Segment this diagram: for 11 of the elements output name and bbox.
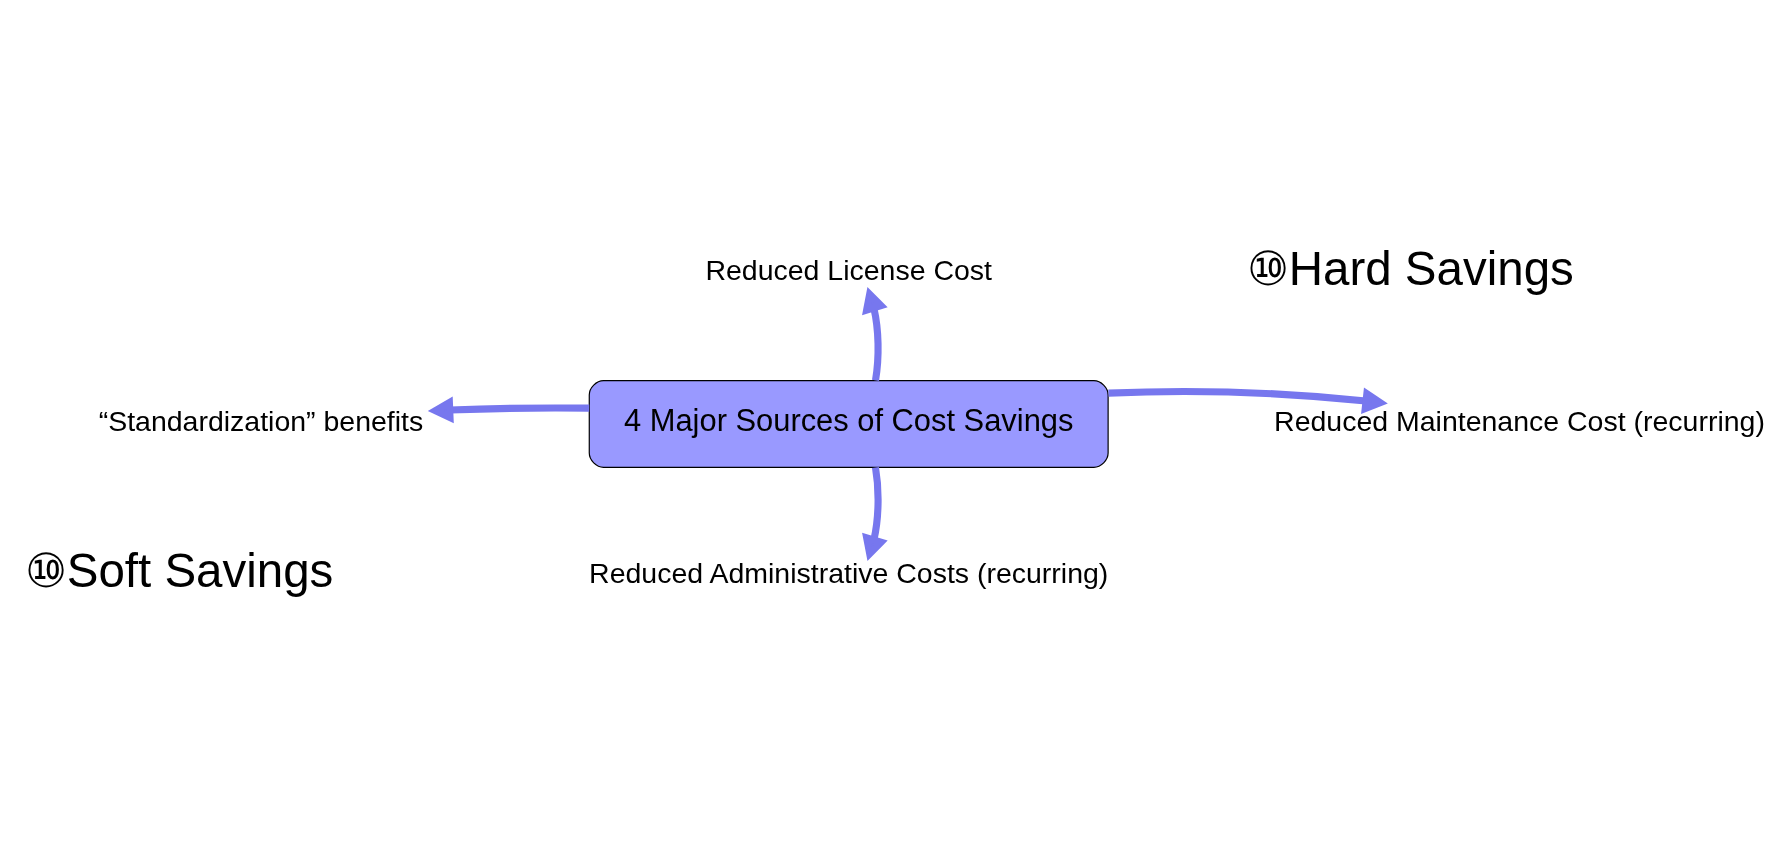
label: ⑩Hard Savings (1246, 240, 1574, 294)
label: ⑩Soft Savings (24, 543, 334, 597)
node-text: Reduced Maintenance Cost (recurring) (1274, 404, 1765, 437)
node-text: Reduced License Cost (705, 253, 992, 286)
arrow (862, 286, 888, 381)
node-box: 4 Major Sources of Cost Savings (588, 379, 1109, 468)
node-text: Reduced Administrative Costs (recurring) (589, 556, 1109, 589)
arrow (427, 396, 590, 423)
node-text: “Standardization” benefits (98, 404, 424, 437)
arrow (862, 466, 888, 561)
arrow (1108, 386, 1388, 414)
